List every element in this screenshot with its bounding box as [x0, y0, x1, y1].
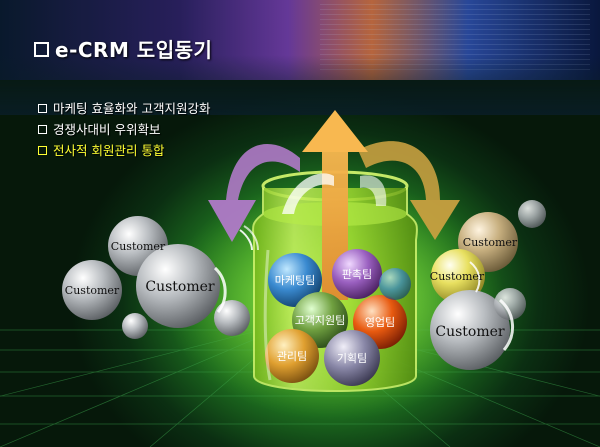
- team-sphere-extra: [379, 268, 411, 300]
- customer-bubble-small: [214, 300, 250, 336]
- customer-cluster-right: Customer Customer Customer: [430, 200, 546, 370]
- customer-label: Customer: [65, 284, 120, 297]
- customer-bubble: [430, 290, 510, 370]
- team-label-planning: 기획팀: [337, 352, 367, 365]
- customer-cluster-left: Customer Customer Customer: [62, 216, 259, 339]
- customer-label: Customer: [463, 236, 518, 249]
- bullet-item: 전사적 회원관리 통합: [38, 140, 210, 161]
- customer-bubble-small: [494, 288, 526, 320]
- slide-title-text: e-CRM 도입동기: [55, 38, 213, 62]
- bullet-item: 마케팅 효율화와 고객지원강화: [38, 98, 210, 119]
- team-label-promotion: 판촉팀: [342, 268, 372, 281]
- white-curved-arrow: [282, 173, 387, 214]
- bullet-item: 경쟁사대비 우위확보: [38, 119, 210, 140]
- team-sphere-marketing: [268, 253, 322, 307]
- customer-bubble: [62, 260, 122, 320]
- customer-bubble-small: [518, 200, 546, 228]
- bullet-square-icon: [38, 104, 47, 113]
- team-sphere-planning: [324, 330, 380, 386]
- title-checkbox-icon: [34, 42, 49, 57]
- header-band: [0, 0, 600, 115]
- bullet-list: 마케팅 효율화와 고객지원강화 경쟁사대비 우위확보 전사적 회원관리 통합: [38, 98, 210, 161]
- customer-label: Customer: [145, 279, 215, 295]
- purple-curved-arrow: [208, 143, 300, 242]
- team-label-customer-support: 고객지원팀: [295, 314, 346, 327]
- team-label-management: 관리팀: [277, 350, 307, 363]
- bullet-square-icon: [38, 125, 47, 134]
- bullet-square-icon: [38, 146, 47, 155]
- team-label-sales: 영업팀: [365, 316, 395, 329]
- team-label-marketing: 마케팅팀: [275, 274, 315, 287]
- jar-highlight: [263, 249, 272, 381]
- customer-label: Customer: [111, 240, 166, 253]
- customer-bubble-small: [122, 313, 148, 339]
- gold-curved-arrow: [358, 141, 460, 240]
- slide-title: e-CRM 도입동기: [34, 34, 212, 63]
- team-sphere-management: [265, 329, 319, 383]
- customer-label: Customer: [430, 270, 485, 283]
- team-sphere-promotion: [332, 249, 382, 299]
- customer-label: Customer: [435, 324, 505, 340]
- customer-bubble: [136, 244, 220, 328]
